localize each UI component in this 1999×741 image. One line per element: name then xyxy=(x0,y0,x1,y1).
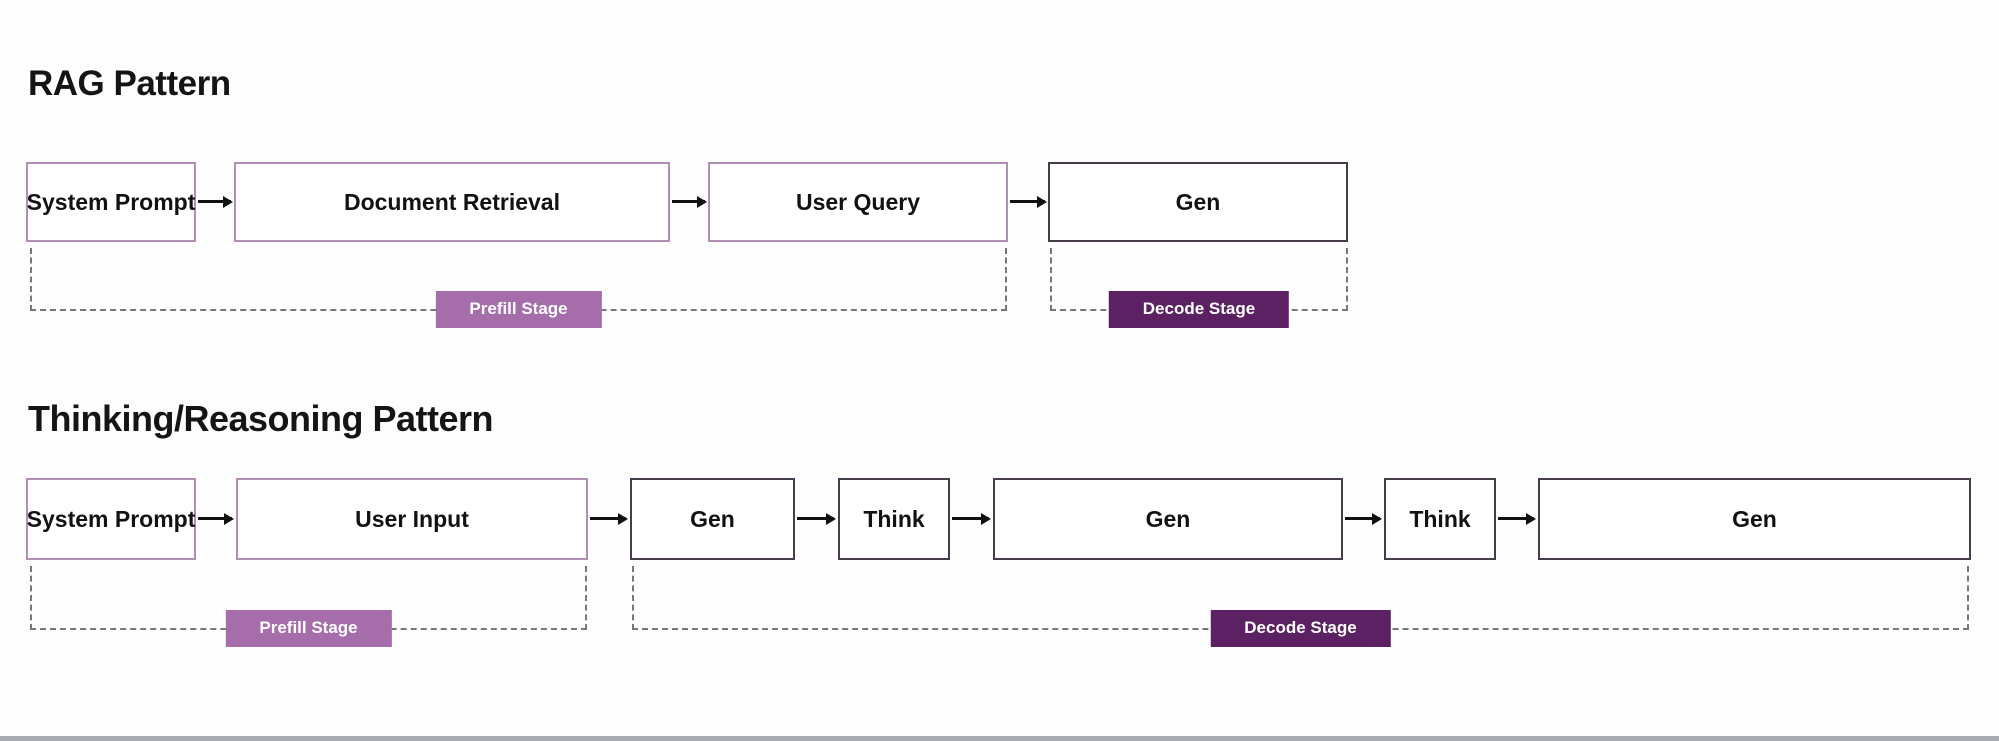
flow-arrow-icon xyxy=(198,200,231,203)
flow-box-think: Think xyxy=(1384,478,1496,560)
flow-box-label: System Prompt xyxy=(26,188,196,215)
decode-stage-badge: Decode Stage xyxy=(1210,610,1391,647)
flow-box-label: User Input xyxy=(355,505,469,532)
decode-stage-badge: Decode Stage xyxy=(1108,291,1290,328)
flow-box-user-query: User Query xyxy=(708,162,1008,242)
flow-box-user-input: User Input xyxy=(236,478,588,560)
flow-arrow-icon xyxy=(198,517,232,520)
bottom-border-bar xyxy=(0,736,1999,741)
flow-arrow-icon xyxy=(672,200,705,203)
flow-box-label: Think xyxy=(1409,505,1471,532)
flow-box-label: User Query xyxy=(795,188,920,215)
flow-arrow-icon xyxy=(952,517,989,520)
flow-arrow-icon xyxy=(797,517,834,520)
prefill-stage-bracket: Prefill Stage xyxy=(30,248,1007,328)
flow-box-label: System Prompt xyxy=(26,505,196,532)
flow-box-label: Document Retrieval xyxy=(343,188,560,215)
flow-arrow-icon xyxy=(590,517,626,520)
prefill-stage-badge: Prefill Stage xyxy=(225,610,392,647)
flow-box-system-prompt: System Prompt xyxy=(26,162,196,242)
flow-arrow-icon xyxy=(1498,517,1534,520)
flow-box-label: Think xyxy=(863,505,925,532)
flow-box-document-retrieval: Document Retrieval xyxy=(234,162,670,242)
section-title-rag: RAG Pattern xyxy=(28,64,231,103)
flow-arrow-icon xyxy=(1345,517,1380,520)
section-title-thinking: Thinking/Reasoning Pattern xyxy=(28,398,494,439)
flow-arrow-icon xyxy=(1010,200,1045,203)
flow-box-system-prompt: System Prompt xyxy=(26,478,196,560)
flow-box-label: Gen xyxy=(1145,505,1191,532)
flow-box-label: Gen xyxy=(1175,188,1221,215)
flow-box-think: Think xyxy=(838,478,950,560)
flow-box-gen: Gen xyxy=(1048,162,1348,242)
prefill-stage-bracket: Prefill Stage xyxy=(30,566,587,647)
flow-box-gen: Gen xyxy=(1538,478,1971,560)
flow-box-gen: Gen xyxy=(630,478,795,560)
prefill-stage-badge: Prefill Stage xyxy=(435,291,602,328)
flow-box-label: Gen xyxy=(690,505,735,532)
flow-box-label: Gen xyxy=(1732,505,1777,532)
decode-stage-bracket: Decode Stage xyxy=(1050,248,1348,328)
flow-box-gen: Gen xyxy=(993,478,1343,560)
decode-stage-bracket: Decode Stage xyxy=(632,566,1969,647)
